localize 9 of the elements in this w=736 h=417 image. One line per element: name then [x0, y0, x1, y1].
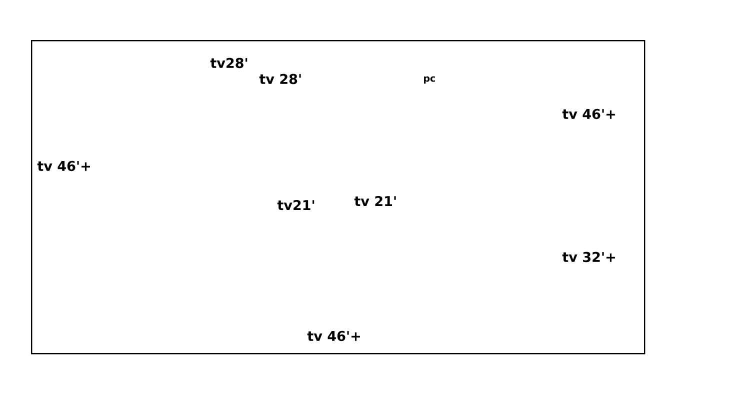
tv-label: tv21' — [277, 200, 314, 210]
tv-label: tv 46'+ — [307, 330, 360, 342]
tv-label: tv 32'+ — [562, 252, 615, 262]
tv-label: tv 21' — [354, 196, 396, 206]
pc-label: pc — [424, 76, 435, 84]
tv-label: tv 46'+ — [562, 108, 615, 120]
tv-label: tv 28' — [259, 74, 301, 84]
tv-label: tv 46'+ — [37, 160, 90, 172]
tv-label: tv28' — [210, 58, 248, 68]
